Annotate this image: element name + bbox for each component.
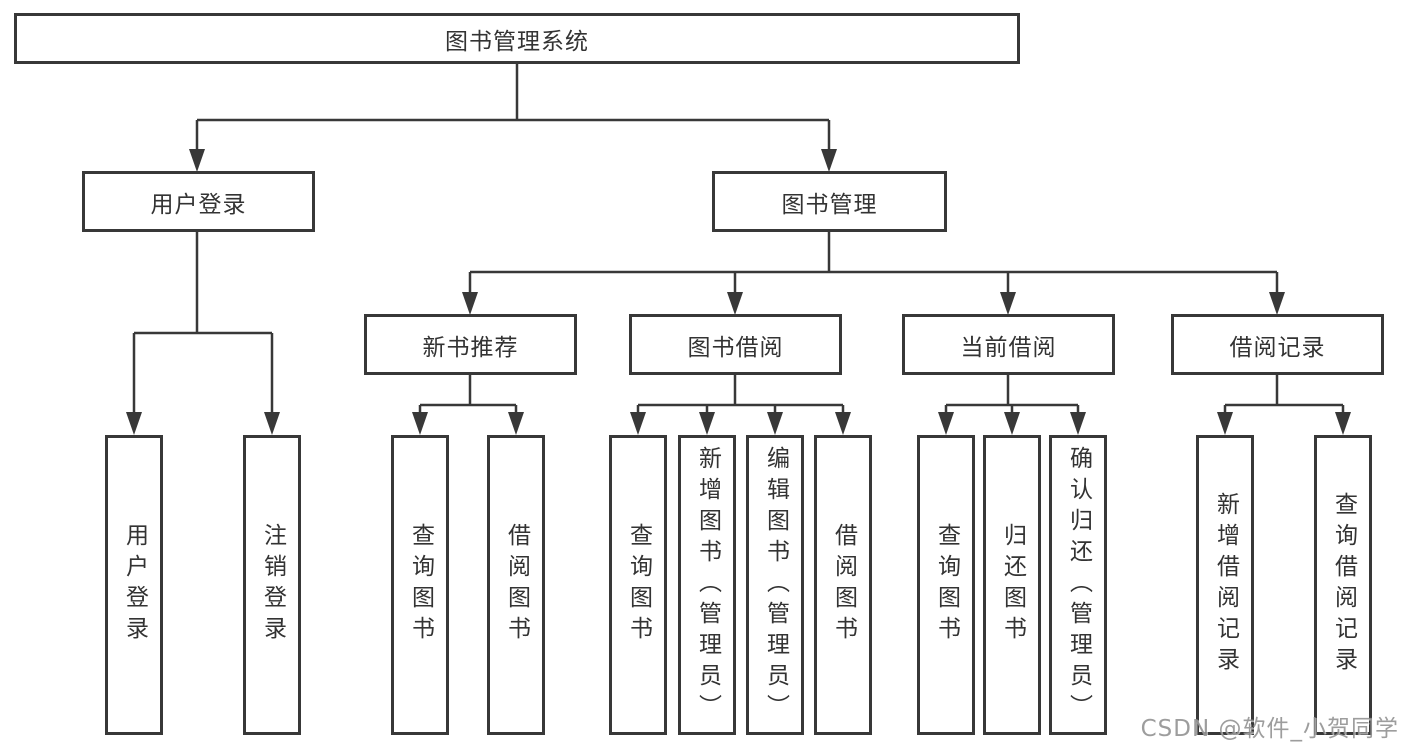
node-label: 当前借阅 [960, 334, 1057, 361]
node-label: 图书管理系统 [445, 28, 589, 55]
leaf-return-book: 归还图书 [983, 435, 1041, 735]
node-label: 查询图书 [407, 523, 434, 647]
node-label: 确认归还（管理员） [1065, 445, 1092, 725]
node-current-borrow: 当前借阅 [902, 314, 1115, 375]
connector-records-to-leaves [1217, 375, 1351, 435]
connector-userlogin-to-leaves [126, 232, 280, 435]
node-label: 新增借阅记录 [1212, 492, 1239, 678]
leaf-user-login: 用户登录 [105, 435, 163, 735]
leaf-borrow-books: 借阅图书 [814, 435, 872, 735]
leaf-confirm-return-admin: 确认归还（管理员） [1049, 435, 1107, 735]
node-label: 新书推荐 [422, 334, 519, 361]
leaf-add-borrow-record: 新增借阅记录 [1196, 435, 1254, 735]
node-label: 图书借阅 [687, 334, 784, 361]
node-root: 图书管理系统 [14, 13, 1020, 64]
connector-bookmgmt-to-level3 [462, 232, 1285, 315]
node-label: 借阅图书 [830, 523, 857, 647]
node-label: 归还图书 [999, 523, 1026, 647]
node-label: 查询借阅记录 [1330, 492, 1357, 678]
leaf-edit-book-admin: 编辑图书（管理员） [746, 435, 804, 735]
node-new-book-recommend: 新书推荐 [364, 314, 577, 375]
leaf-query-borrow-record: 查询借阅记录 [1314, 435, 1372, 735]
node-book-management: 图书管理 [712, 171, 947, 232]
node-label: 用户登录 [150, 191, 247, 218]
node-label: 注销登录 [259, 523, 286, 647]
connector-newbook-to-leaves [412, 375, 524, 435]
leaf-query-books-recommend: 查询图书 [391, 435, 449, 735]
leaf-add-book-admin: 新增图书（管理员） [678, 435, 736, 735]
leaf-borrow-books-recommend: 借阅图书 [487, 435, 545, 735]
node-label: 编辑图书（管理员） [762, 445, 789, 725]
connector-currentborrow-to-leaves [938, 375, 1086, 435]
leaf-query-books-current: 查询图书 [917, 435, 975, 735]
node-user-login: 用户登录 [82, 171, 315, 232]
node-label: 查询图书 [625, 523, 652, 647]
leaf-logout: 注销登录 [243, 435, 301, 735]
node-label: 新增图书（管理员） [694, 445, 721, 725]
leaf-query-books-borrow: 查询图书 [609, 435, 667, 735]
node-label: 图书管理 [781, 191, 878, 218]
node-label: 用户登录 [121, 523, 148, 647]
connector-bookborrow-to-leaves [630, 375, 851, 435]
node-label: 借阅记录 [1229, 334, 1326, 361]
node-book-borrow: 图书借阅 [629, 314, 842, 375]
node-label: 查询图书 [933, 523, 960, 647]
node-label: 借阅图书 [503, 523, 530, 647]
node-borrow-records: 借阅记录 [1171, 314, 1384, 375]
connector-root-to-level2 [189, 64, 837, 172]
